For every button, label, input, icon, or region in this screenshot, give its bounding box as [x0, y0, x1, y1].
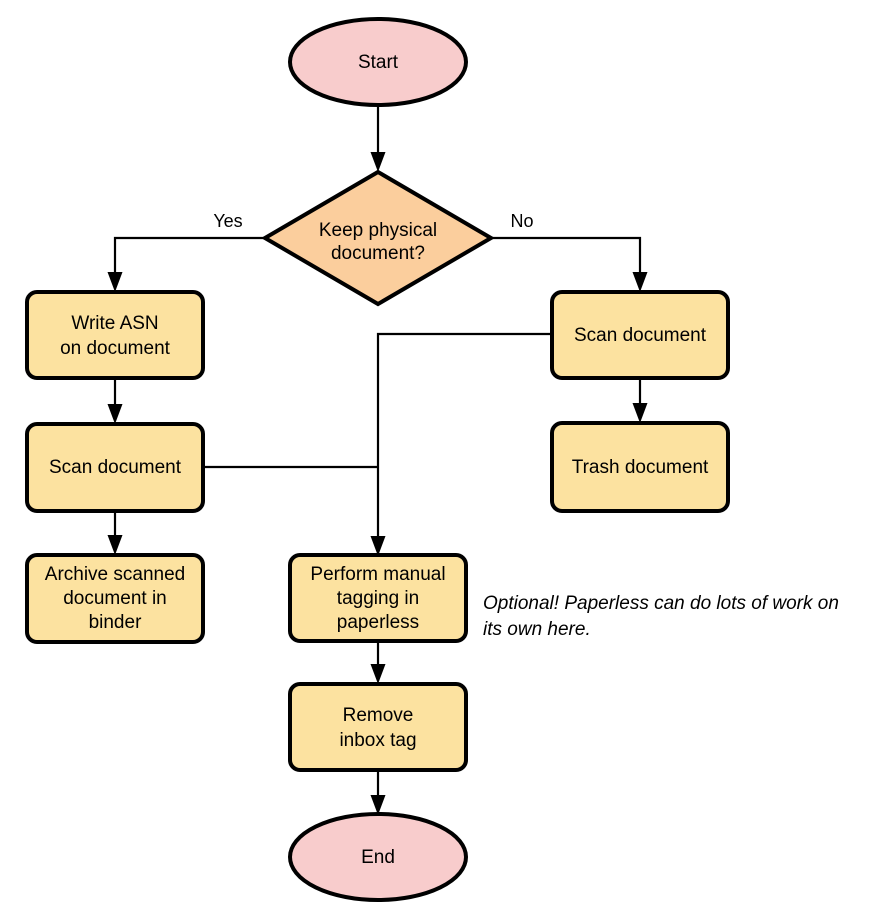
scan-document-right-label: Scan document	[574, 325, 707, 346]
edge-label-no: No	[510, 211, 533, 231]
tagging-label-line1: Perform manual	[310, 564, 445, 585]
archive-label-line1: Archive scanned	[45, 564, 185, 585]
end-label: End	[361, 847, 395, 868]
connector-decision-no-to-scan-right	[491, 236, 648, 292]
node-decision-keep-physical-document[interactable]: Keep physical document?	[261, 169, 495, 307]
arrowhead-icon	[632, 272, 648, 292]
connector-line	[491, 236, 642, 277]
trash-document-box	[550, 421, 730, 513]
arrowhead-icon	[370, 152, 386, 172]
connector-scan-right-to-tagging	[370, 332, 552, 556]
write-asn-label-line1: Write ASN	[71, 313, 158, 334]
connector-decision-yes-to-write-asn	[107, 236, 265, 292]
connector-line	[376, 332, 552, 540]
arrowhead-icon	[370, 795, 386, 815]
arrowhead-icon	[107, 272, 123, 292]
write-asn-box	[25, 290, 205, 380]
decision-label-line1: Keep physical	[319, 220, 437, 241]
archive-label-line3: binder	[89, 612, 142, 633]
start-ellipse	[288, 17, 468, 107]
node-scan-document-left[interactable]: Scan document	[25, 422, 205, 513]
start-label: Start	[358, 52, 399, 73]
scan-document-right-box	[550, 290, 730, 380]
scan-document-left-box	[25, 422, 205, 513]
connector-scan-right-to-trash	[632, 378, 648, 423]
write-asn-label-line2: on document	[60, 338, 171, 359]
node-scan-document-right[interactable]: Scan document	[550, 290, 730, 380]
trash-document-label: Trash document	[572, 457, 709, 478]
decision-label-line2: document?	[331, 243, 425, 264]
decision-diamond	[261, 169, 495, 307]
remove-inbox-label-line1: Remove	[343, 705, 414, 726]
connector-scan-left-to-archive	[107, 511, 123, 555]
archive-box	[25, 553, 205, 644]
arrowhead-icon	[370, 536, 386, 556]
edge-label-yes: Yes	[213, 211, 242, 231]
annotation-line1: Optional! Paperless can do lots of work …	[483, 593, 839, 614]
remove-inbox-label-line2: inbox tag	[339, 730, 416, 751]
node-start[interactable]: Start	[288, 17, 468, 107]
arrowhead-icon	[632, 403, 648, 423]
node-write-asn-on-document[interactable]: Write ASN on document	[25, 290, 205, 380]
archive-label-line2: document in	[63, 588, 167, 609]
connector-tagging-to-remove-inbox	[370, 641, 386, 684]
tagging-box	[288, 553, 468, 643]
connector-line	[113, 236, 265, 277]
remove-inbox-box	[288, 682, 468, 772]
annotation-line2: its own here.	[483, 619, 591, 640]
end-ellipse	[288, 812, 468, 902]
annotation-optional-note: Optional! Paperless can do lots of work …	[483, 593, 839, 640]
node-remove-inbox-tag[interactable]: Remove inbox tag	[288, 682, 468, 772]
tagging-label-line2: tagging in	[337, 588, 419, 609]
arrowhead-icon	[107, 404, 123, 424]
arrowhead-icon	[107, 535, 123, 555]
scan-document-left-label: Scan document	[49, 457, 182, 478]
connector-write-asn-to-scan-left	[107, 378, 123, 424]
connector-start-to-decision	[370, 105, 386, 172]
node-perform-manual-tagging[interactable]: Perform manual tagging in paperless	[288, 553, 468, 643]
node-trash-document[interactable]: Trash document	[550, 421, 730, 513]
node-archive-scanned-document[interactable]: Archive scanned document in binder	[25, 553, 205, 644]
node-end[interactable]: End	[288, 812, 468, 902]
connector-remove-inbox-to-end	[370, 770, 386, 815]
arrowhead-icon	[370, 664, 386, 684]
tagging-label-line3: paperless	[337, 612, 419, 633]
